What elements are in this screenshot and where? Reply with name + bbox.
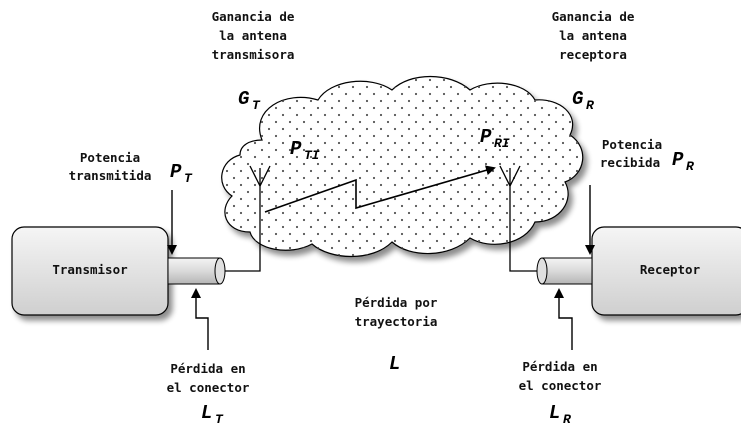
svg-text:Pérdida en: Pérdida en: [522, 359, 597, 374]
transmitted-power-label: Potencia transmitida: [69, 150, 152, 183]
svg-text:T: T: [252, 98, 261, 113]
svg-text:R: R: [686, 159, 694, 174]
svg-text:Potencia: Potencia: [80, 150, 140, 165]
svg-text:trayectoria: trayectoria: [355, 314, 438, 329]
receiver-connector: [536, 257, 593, 285]
tx-antenna-gain-symbol: G T: [238, 88, 261, 113]
svg-text:L: L: [389, 353, 400, 375]
svg-text:transmitida: transmitida: [69, 168, 152, 183]
rx-antenna-gain-label: Ganancia de la antena receptora: [552, 9, 635, 62]
svg-text:P: P: [480, 126, 492, 148]
transmit-isotropic-power-symbol: P TI: [290, 138, 320, 163]
svg-text:Ganancia de: Ganancia de: [212, 9, 295, 24]
rx-connector-loss-symbol: L R: [549, 402, 571, 427]
tx-connector-loss-arrow: [191, 288, 209, 350]
svg-text:T: T: [184, 171, 193, 186]
receiver-label: Receptor: [640, 262, 701, 277]
svg-text:Pérdida por: Pérdida por: [355, 295, 438, 310]
transmit-antenna: [225, 165, 271, 272]
path-loss-symbol: L: [389, 353, 400, 375]
received-power-label: Potencia recibida: [600, 137, 662, 170]
receive-antenna: [499, 165, 537, 272]
rx-antenna-gain-symbol: G R: [572, 88, 594, 113]
svg-text:G: G: [238, 88, 250, 110]
svg-text:receptora: receptora: [559, 47, 627, 62]
rx-connector-loss-arrow: [554, 288, 573, 350]
rx-connector-loss-label: Pérdida en el conector: [519, 359, 602, 393]
receiver-box: Receptor: [591, 226, 741, 316]
svg-text:G: G: [572, 88, 584, 110]
svg-text:R: R: [563, 412, 571, 427]
svg-text:recibida: recibida: [600, 155, 660, 170]
svg-text:T: T: [215, 412, 224, 427]
svg-text:Potencia: Potencia: [602, 137, 662, 152]
svg-text:la antena: la antena: [219, 28, 287, 43]
transmitted-power-symbol: P T: [170, 161, 193, 186]
channel-cloud: [221, 75, 584, 258]
tx-connector-loss-label: Pérdida en el conector: [167, 361, 250, 395]
svg-text:L: L: [201, 402, 212, 424]
svg-text:RI: RI: [494, 136, 510, 151]
svg-text:transmisora: transmisora: [212, 47, 295, 62]
tx-antenna-gain-label: Ganancia de la antena transmisora: [212, 9, 295, 62]
tx-connector-loss-symbol: L T: [201, 402, 224, 427]
svg-text:P: P: [672, 149, 684, 171]
svg-text:Ganancia de: Ganancia de: [552, 9, 635, 24]
svg-text:L: L: [549, 402, 560, 424]
path-loss-label: Pérdida por trayectoria: [355, 295, 438, 329]
svg-text:TI: TI: [304, 148, 320, 163]
transmitter-box: Transmisor: [11, 226, 169, 316]
svg-text:R: R: [586, 98, 594, 113]
svg-text:P: P: [290, 138, 302, 160]
svg-text:Pérdida en: Pérdida en: [170, 361, 245, 376]
receive-isotropic-power-symbol: P RI: [480, 126, 510, 151]
transmitter-connector: [167, 257, 226, 285]
svg-text:el conector: el conector: [167, 380, 250, 395]
transmitter-label: Transmisor: [52, 262, 128, 277]
propagation-path-arrow: [264, 165, 496, 213]
received-power-symbol: P R: [672, 149, 694, 174]
svg-text:el conector: el conector: [519, 378, 602, 393]
svg-text:la antena: la antena: [559, 28, 627, 43]
svg-text:P: P: [170, 161, 182, 183]
